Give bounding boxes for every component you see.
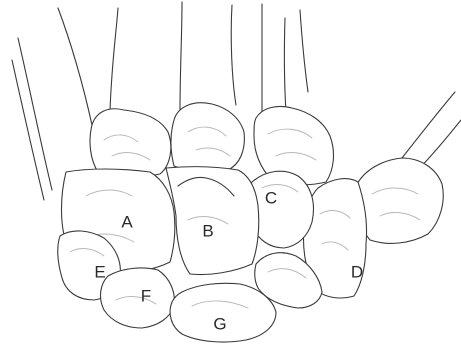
label-e: E — [94, 263, 105, 282]
label-c: C — [265, 189, 277, 208]
shaft-edge-5 — [180, 2, 182, 110]
shaft-edge-4 — [110, 8, 118, 110]
shaft-edge-6 — [231, 5, 236, 105]
carpal-bone-f — [101, 268, 175, 328]
metacarpal-base-2 — [90, 109, 171, 177]
metacarpal-base-3 — [171, 103, 244, 171]
shaft-edge-1 — [18, 38, 52, 190]
label-d: D — [351, 263, 363, 282]
thumb-edge-1 — [402, 92, 455, 158]
label-f: F — [141, 287, 151, 306]
label-b: B — [202, 222, 213, 241]
label-g: G — [213, 315, 226, 334]
carpal-bones — [58, 167, 367, 342]
metacarpal-base-thumb — [355, 158, 443, 243]
label-a: A — [121, 213, 133, 232]
shaft-edge-9 — [300, 10, 308, 92]
metacarpal-base-4 — [254, 106, 333, 184]
shaft-edge-3 — [58, 8, 92, 125]
shaft-edge-8 — [284, 18, 286, 112]
